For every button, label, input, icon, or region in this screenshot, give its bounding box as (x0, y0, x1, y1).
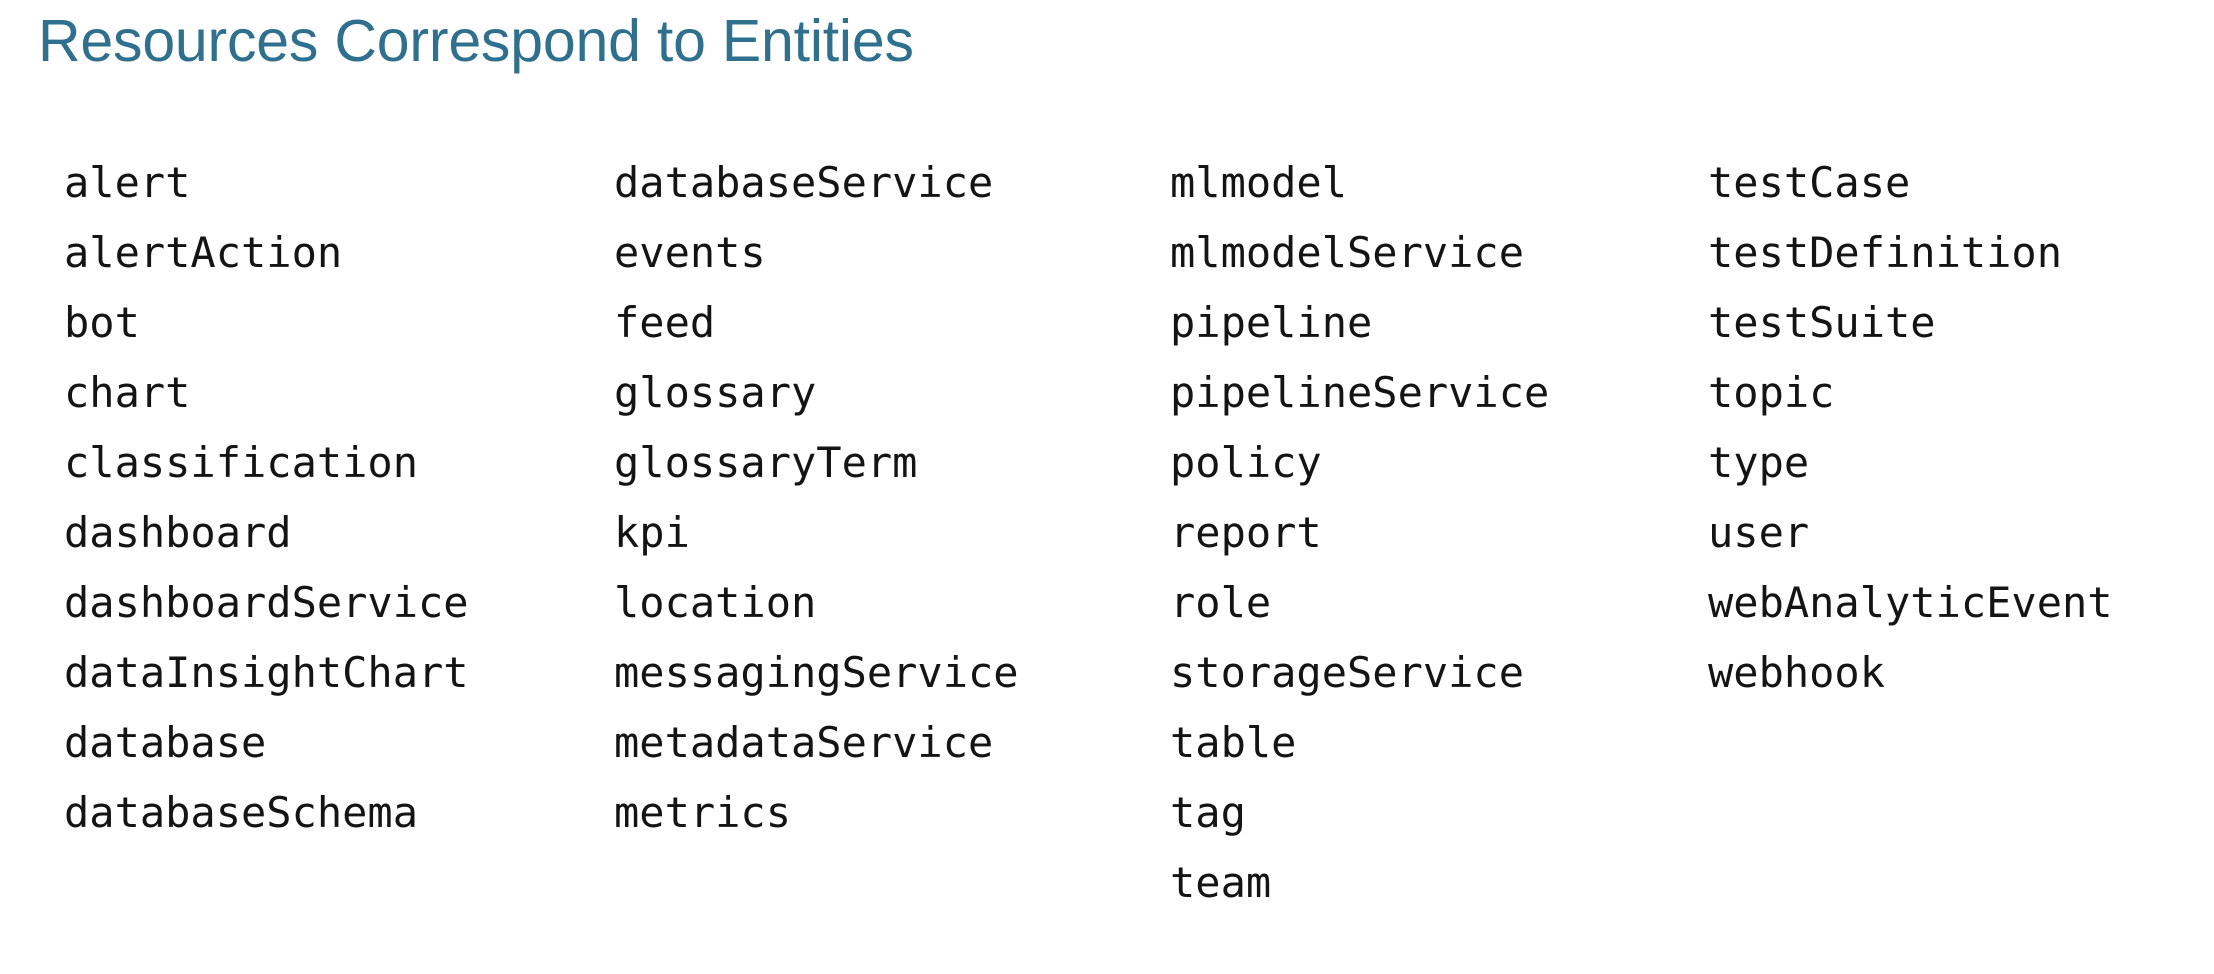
entity-name: metrics (614, 788, 792, 837)
entity-name: testDefinition (1708, 228, 2063, 277)
entity-name: databaseSchema (64, 788, 419, 837)
entity-name: events (614, 228, 766, 277)
entity-name: user (1708, 508, 1810, 557)
entity-name: webAnalyticEvent (1708, 578, 2113, 627)
page-title: Resources Correspond to Entities (38, 8, 914, 74)
entity-column-2: databaseService events feed glossary glossar… (614, 148, 1019, 848)
entity-name: testCase (1708, 158, 1911, 207)
entity-name: glossary (614, 368, 817, 417)
entity-name: glossaryTerm (614, 438, 918, 487)
entity-name: location (614, 578, 817, 627)
entity-name: dashboardService (64, 578, 469, 627)
entity-name: chart (64, 368, 191, 417)
entity-column-1: alert alertAction bot chart classification da… (64, 148, 469, 848)
entity-name: alert (64, 158, 191, 207)
entity-name: mlmodel (1170, 158, 1348, 207)
entity-name: messagingService (614, 648, 1019, 697)
entity-name: team (1170, 858, 1272, 907)
entity-name: webhook (1708, 648, 1886, 697)
entity-name: feed (614, 298, 716, 347)
entity-name: pipelineService (1170, 368, 1550, 417)
entity-name: alertAction (64, 228, 343, 277)
entity-name: bot (64, 298, 140, 347)
entity-name: kpi (614, 508, 690, 557)
entity-column-3: mlmodel mlmodelService pipeline pipelineSer… (1170, 148, 1549, 918)
entity-name: type (1708, 438, 1810, 487)
entity-name: topic (1708, 368, 1835, 417)
entity-name: metadataService (614, 718, 994, 767)
entity-column-4: testCase testDefinition testSuite topic type… (1708, 148, 2113, 708)
entity-name: report (1170, 508, 1322, 557)
entity-name: mlmodelService (1170, 228, 1525, 277)
entity-name: pipeline (1170, 298, 1373, 347)
entity-name: storageService (1170, 648, 1525, 697)
entity-name: table (1170, 718, 1297, 767)
entity-name: dataInsightChart (64, 648, 469, 697)
entity-name: policy (1170, 438, 1322, 487)
entity-name: dashboard (64, 508, 292, 557)
entity-name: tag (1170, 788, 1246, 837)
entity-name: database (64, 718, 267, 767)
entity-name: databaseService (614, 158, 994, 207)
entity-name: role (1170, 578, 1272, 627)
entity-name: classification (64, 438, 419, 487)
entity-name: testSuite (1708, 298, 1936, 347)
